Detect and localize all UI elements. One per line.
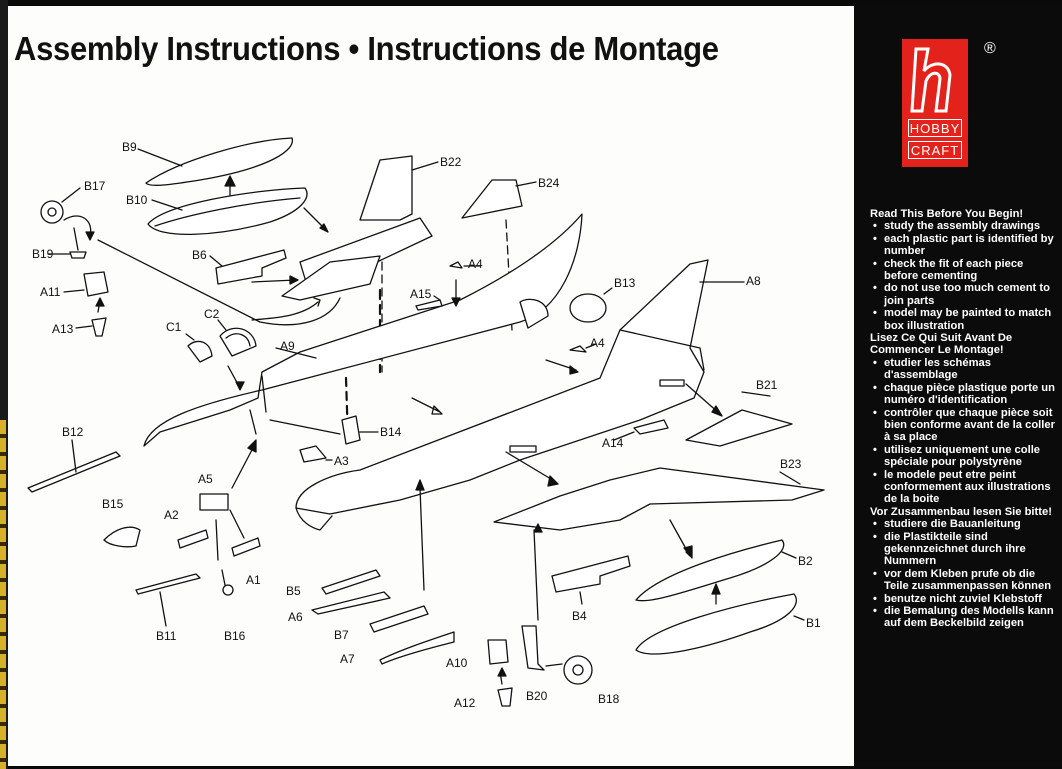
label-b17: B17 <box>84 179 106 193</box>
label-b6: B6 <box>192 248 207 262</box>
side-panel: HOBBY CRAFT ® Read This Before You Begin… <box>854 6 1062 766</box>
list-item: check the fit of each piece before cemen… <box>870 258 1056 283</box>
instructions-text: Read This Before You Begin! study the as… <box>870 208 1056 630</box>
label-b22: B22 <box>440 155 462 169</box>
part-b21 <box>685 409 793 447</box>
label-b18: B18 <box>598 692 620 706</box>
label-a15: A15 <box>410 287 432 301</box>
box-side-stripe <box>0 420 6 769</box>
label-b5: B5 <box>286 584 301 598</box>
part-a8 <box>295 259 709 515</box>
label-a4-mid: A4 <box>590 336 605 350</box>
list-item: benutze nicht zuviel Klebstoff <box>870 593 1056 606</box>
en-list: study the assembly drawings each plastic… <box>870 220 1056 332</box>
list-item: etudier les schémas d'assemblage <box>870 357 1056 382</box>
part-b9 <box>145 137 293 186</box>
de-list: studiere die Bauanleitung die Plastiktei… <box>870 518 1056 630</box>
label-a9: A9 <box>280 339 295 353</box>
label-a1: A1 <box>246 573 261 587</box>
h-logo-icon <box>910 47 952 113</box>
part-b22 <box>359 155 413 221</box>
label-a6: A6 <box>288 610 303 624</box>
label-b20: B20 <box>526 689 548 703</box>
label-b24: B24 <box>538 176 560 190</box>
assembly-diagram <box>27 137 825 707</box>
label-b16: B16 <box>224 629 246 643</box>
part-b1 <box>635 593 797 655</box>
label-a3: A3 <box>334 454 349 468</box>
label-c1: C1 <box>166 320 182 334</box>
brand-hobby: HOBBY <box>908 119 962 137</box>
list-item: study the assembly drawings <box>870 220 1056 233</box>
part-b13 <box>569 293 607 323</box>
list-item: utilisez uniquement une colle spéciale p… <box>870 444 1056 469</box>
part-a5 <box>199 493 229 511</box>
label-b1: B1 <box>806 616 821 630</box>
fr-heading: Lisez Ce Qui Suit Avant De Commencer Le … <box>870 332 1013 357</box>
label-b15: B15 <box>102 497 124 511</box>
en-heading: Read This Before You Begin! <box>870 208 1024 220</box>
list-item: die Plastikteile sind gekennzeichnet dur… <box>870 531 1056 568</box>
list-item: contrôler que chaque pièce soit bien con… <box>870 407 1056 444</box>
part-b2 <box>635 539 785 602</box>
brand-craft: CRAFT <box>908 141 962 159</box>
label-b12: B12 <box>62 425 84 439</box>
label-a14: A14 <box>602 436 624 450</box>
part-b17 <box>40 200 64 224</box>
label-a5: A5 <box>198 472 213 486</box>
label-a4-top: A4 <box>468 257 483 271</box>
label-a8: A8 <box>746 274 761 288</box>
list-item: each plastic part is identified by numbe… <box>870 233 1056 258</box>
label-a10: A10 <box>446 656 468 670</box>
part-label-layer: B9 B17 B10 B19 B6 A11 A13 C1 C2 A9 B22 B… <box>32 140 821 710</box>
label-a7: A7 <box>340 652 355 666</box>
registered-mark: ® <box>984 40 996 57</box>
list-item: studiere die Bauanleitung <box>870 518 1056 531</box>
label-c2: C2 <box>204 307 220 321</box>
label-b23: B23 <box>780 457 802 471</box>
list-item: die Bemalung des Modells kann auf dem Be… <box>870 605 1056 630</box>
label-b10: B10 <box>126 193 148 207</box>
fr-list: etudier les schémas d'assemblage chaque … <box>870 357 1056 506</box>
list-item: do not use too much cement to join parts <box>870 282 1056 307</box>
hobbycraft-logo: HOBBY CRAFT <box>902 39 968 167</box>
label-b4: B4 <box>572 609 587 623</box>
part-b10 <box>147 187 308 235</box>
de-heading: Vor Zusammenbau lesen Sie bitte! <box>870 505 1052 518</box>
label-a12: A12 <box>454 696 476 710</box>
list-item: chaque pièce plastique porte un numéro d… <box>870 382 1056 407</box>
label-a11: A11 <box>40 285 61 299</box>
page-title: Assembly Instructions • Instructions de … <box>14 30 719 68</box>
label-b9: B9 <box>122 140 137 154</box>
list-item: vor dem Kleben prufe ob die Teile zusamm… <box>870 568 1056 593</box>
label-b2: B2 <box>798 554 813 568</box>
part-a9 <box>143 213 583 447</box>
label-b19: B19 <box>32 247 54 261</box>
part-b18 <box>563 655 593 685</box>
list-item: le modele peut etre peint conformement a… <box>870 469 1056 506</box>
list-item: model may be painted to match box illust… <box>870 307 1056 332</box>
part-b24 <box>461 179 523 219</box>
left-edge <box>0 0 8 769</box>
label-b13: B13 <box>614 276 636 290</box>
label-b11: B11 <box>156 629 177 643</box>
label-b21: B21 <box>756 378 778 392</box>
label-b14: B14 <box>380 425 402 439</box>
part-b23 <box>493 467 825 531</box>
label-a13: A13 <box>52 322 74 336</box>
label-a2: A2 <box>164 508 179 522</box>
label-b7: B7 <box>334 628 349 642</box>
